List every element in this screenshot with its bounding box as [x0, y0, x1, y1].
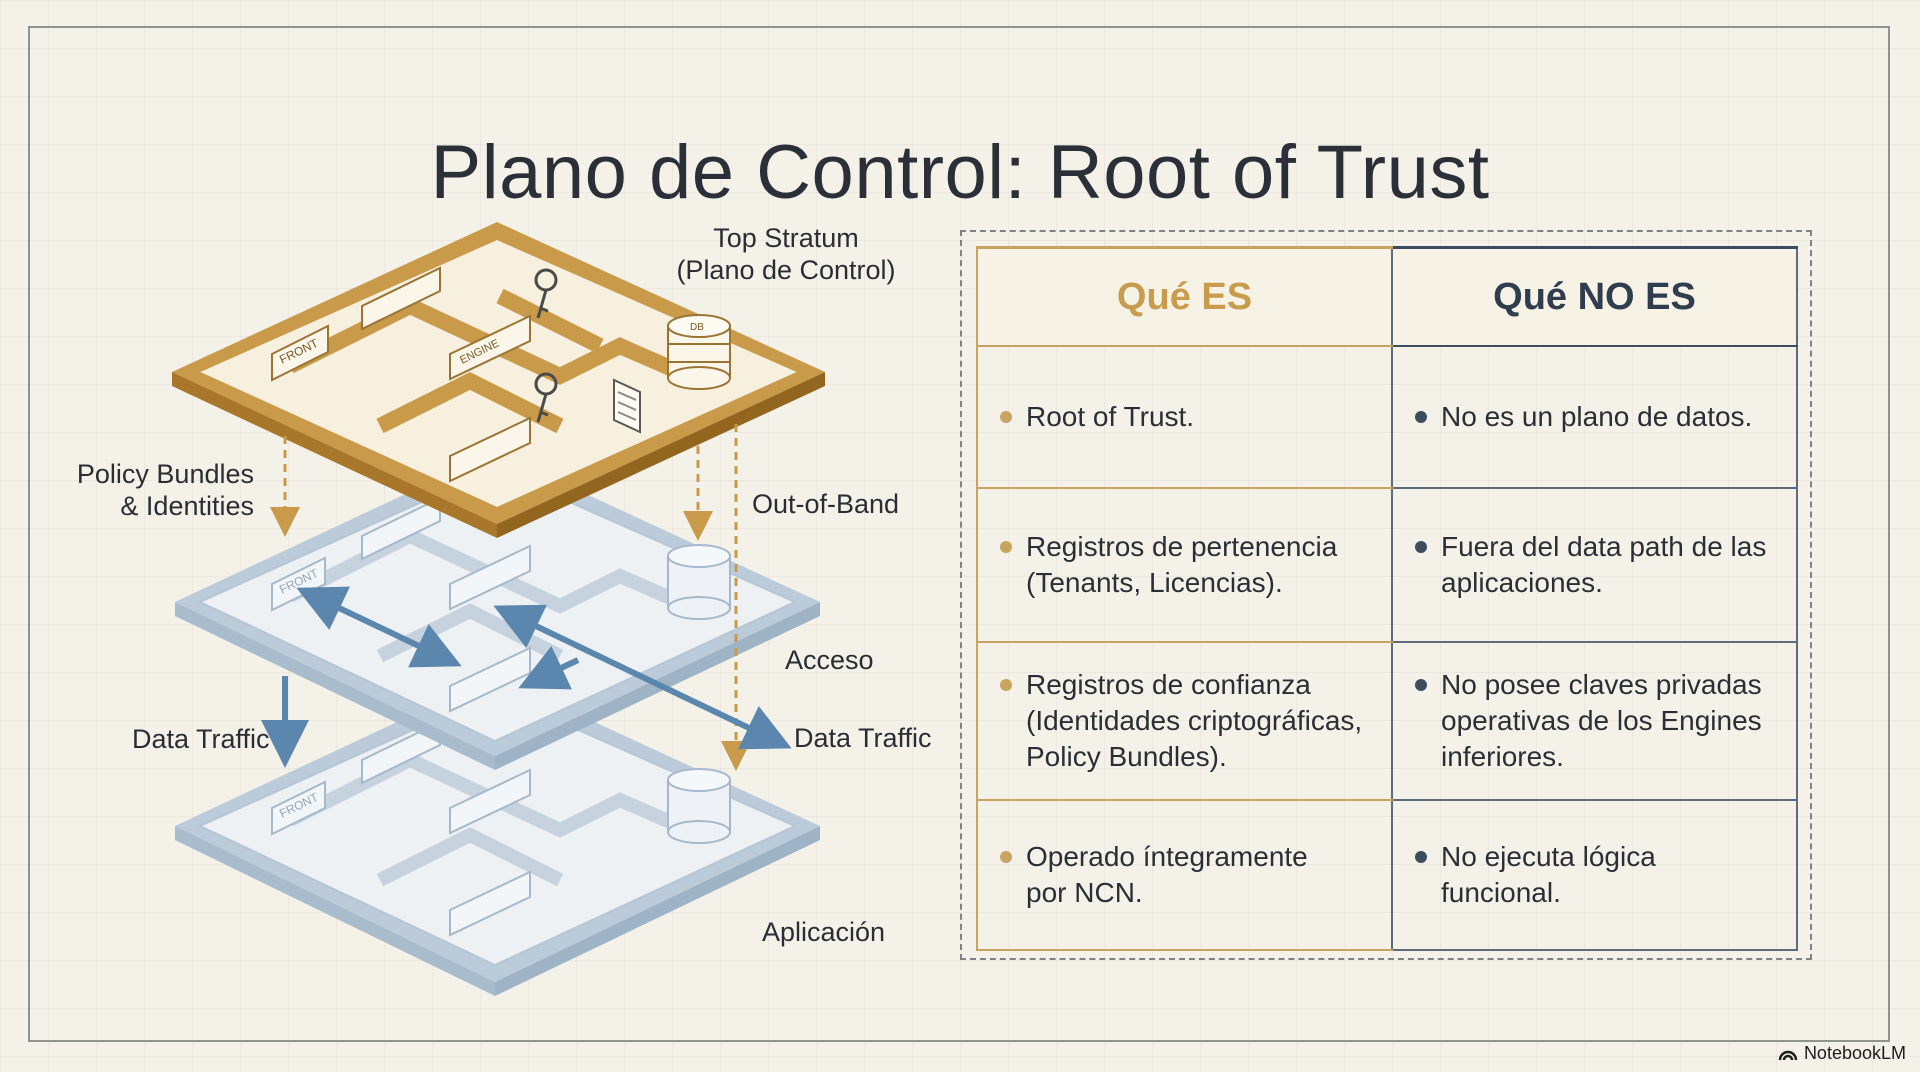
- bullet-icon: [1415, 679, 1427, 691]
- no-es-item: Fuera del data path de las aplicaciones.: [1441, 531, 1767, 598]
- brand-name: NotebookLM: [1803, 1043, 1906, 1063]
- table-row: Registros de pertenencia (Tenants, Licen…: [976, 487, 1798, 643]
- bullet-icon: [1000, 541, 1012, 553]
- document-icon: [613, 378, 641, 434]
- server-box-aplicacion-1: [361, 720, 441, 785]
- comparison-table: Qué ES Qué NO ES Root of Trust. No es un…: [976, 246, 1798, 951]
- bullet-icon: [1000, 411, 1012, 423]
- header-que-es: Qué ES: [976, 246, 1393, 347]
- data-traffic-arrow-db: [518, 646, 580, 690]
- server-box-control-2: [449, 416, 531, 483]
- brand-watermark: NotebookLM: [1778, 1043, 1906, 1064]
- label-aplicacion: Aplicación: [762, 917, 886, 947]
- db-cylinder-acceso: [667, 544, 731, 620]
- engine-box-aplicacion: [449, 768, 531, 835]
- table-row: Root of Trust. No es un plano de datos.: [976, 345, 1798, 489]
- data-traffic-arrow-front: [296, 586, 462, 668]
- no-es-item: No ejecuta lógica funcional.: [1441, 841, 1656, 908]
- notebooklm-logo-icon: [1778, 1050, 1798, 1060]
- table-row: Operado íntegramente por NCN. No ejecuta…: [976, 799, 1798, 951]
- label-out-of-band: Out-of-Band: [752, 489, 900, 519]
- bullet-icon: [1000, 851, 1012, 863]
- comparison-table-frame: Qué ES Qué NO ES Root of Trust. No es un…: [960, 230, 1812, 960]
- slide-frame: [28, 26, 1890, 1042]
- plate-aplicacion: FRONT: [175, 676, 820, 996]
- no-es-item: No es un plano de datos.: [1441, 401, 1753, 432]
- label-policy-bundles: Policy Bundles & Identities: [76, 459, 254, 521]
- table-row: Registros de confianza (Identidades crip…: [976, 641, 1798, 801]
- server-box-control-1: [361, 266, 441, 331]
- data-traffic-arrow-right: [493, 604, 792, 750]
- es-item: Registros de confianza (Identidades crip…: [1026, 669, 1363, 772]
- db-cylinder-control: DB: [667, 314, 731, 390]
- bullet-icon: [1415, 541, 1427, 553]
- label-top-stratum: Top Stratum (Plano de Control): [676, 223, 896, 285]
- key-icon: [534, 372, 558, 423]
- es-item: Registros de pertenencia (Tenants, Licen…: [1026, 531, 1338, 598]
- server-box-aplicacion-2: [449, 870, 531, 937]
- bullet-icon: [1000, 679, 1012, 691]
- es-item: Root of Trust.: [1026, 401, 1195, 432]
- page-title: Plano de Control: Root of Trust: [430, 129, 1490, 215]
- server-box-acceso-1: [361, 496, 441, 561]
- db-cylinder-aplicacion: [667, 768, 731, 844]
- svg-text:DB: DB: [690, 322, 704, 333]
- plate-control: FRONT ENGINE DB: [172, 222, 825, 538]
- no-es-item: No posee claves privadas operativas de l…: [1441, 669, 1762, 772]
- bullet-icon: [1415, 851, 1427, 863]
- es-item: Operado íntegramente por NCN.: [1026, 841, 1308, 908]
- label-acceso: Acceso: [785, 645, 874, 675]
- label-data-traffic-right: Data Traffic: [794, 723, 932, 753]
- key-icon: [534, 268, 558, 319]
- bullet-icon: [1415, 411, 1427, 423]
- label-data-traffic-left: Data Traffic: [132, 724, 270, 754]
- header-que-no-es: Qué NO ES: [1391, 246, 1798, 347]
